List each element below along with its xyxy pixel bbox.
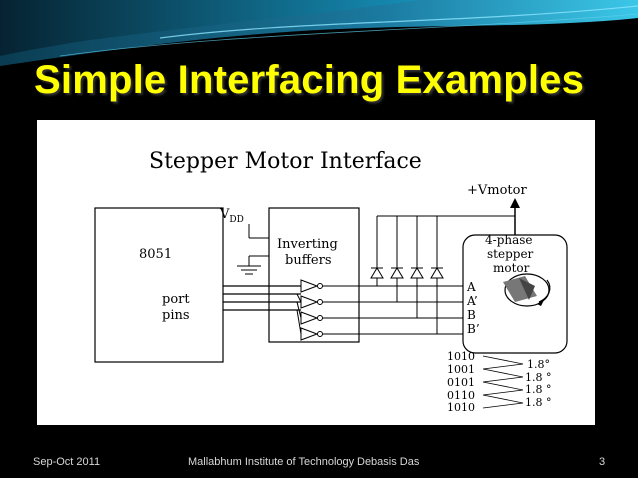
phase-label-b: B (467, 308, 476, 322)
step-angle: 1.8 ° (525, 383, 552, 396)
mcu-label: 8051 (139, 247, 172, 262)
buffer-label-line2: buffers (285, 253, 332, 268)
phase-label-b-bar: B’ (467, 322, 480, 336)
step-angle: 1.8 ° (525, 371, 552, 384)
footer-author: Debasis Das (357, 456, 420, 468)
footer-page-number: 3 (599, 456, 606, 468)
footer-date: Sep-Oct 2011 (33, 456, 101, 468)
phase-lines (323, 285, 463, 335)
step-angles: 1.8° 1.8 ° 1.8 ° 1.8 ° (525, 358, 552, 409)
motor-label-line2: stepper (487, 247, 534, 261)
sequence-value: 0101 (447, 376, 475, 389)
sequence-connectors (482, 355, 524, 409)
diagram-heading: Stepper Motor Interface (149, 149, 422, 174)
vdd-label: VDD (219, 207, 244, 225)
step-angle: 1.8° (527, 358, 550, 371)
diode-array (370, 215, 515, 334)
motor-label-line3: motor (493, 261, 530, 275)
vmotor-label: +Vmotor (467, 183, 527, 198)
step-angle: 1.8 ° (525, 396, 552, 409)
ground-icon (237, 265, 261, 275)
motor-label-line1: 4-phase (485, 233, 533, 247)
mcu-box (94, 207, 224, 363)
port-label-line2: pins (162, 308, 190, 323)
buffer-box (268, 207, 360, 343)
phase-label-a: A (466, 280, 476, 294)
port-label-line1: port (162, 292, 190, 307)
port-lines (223, 285, 301, 311)
vmotor-arrow (510, 198, 520, 208)
phase-label-a-bar: A’ (466, 294, 478, 308)
step-sequence: 1010 1001 0101 0110 1010 (447, 350, 475, 414)
inverter-gates (300, 279, 323, 341)
footer-institute: Mallabhum Institute of Technology (188, 456, 355, 468)
slide-title: Simple Interfacing Examples (34, 58, 585, 102)
header-swoosh (0, 0, 638, 66)
buffer-label-line1: Inverting (277, 237, 338, 252)
sequence-value: 1010 (447, 401, 475, 414)
motor-box (462, 234, 568, 354)
sequence-value: 1010 (447, 350, 475, 363)
sequence-value: 0110 (447, 389, 475, 402)
stepper-motor-diagram: Stepper Motor Interface +Vmotor 8051 por… (37, 120, 595, 425)
rotor-icon (503, 273, 551, 307)
sequence-value: 1001 (447, 363, 475, 376)
